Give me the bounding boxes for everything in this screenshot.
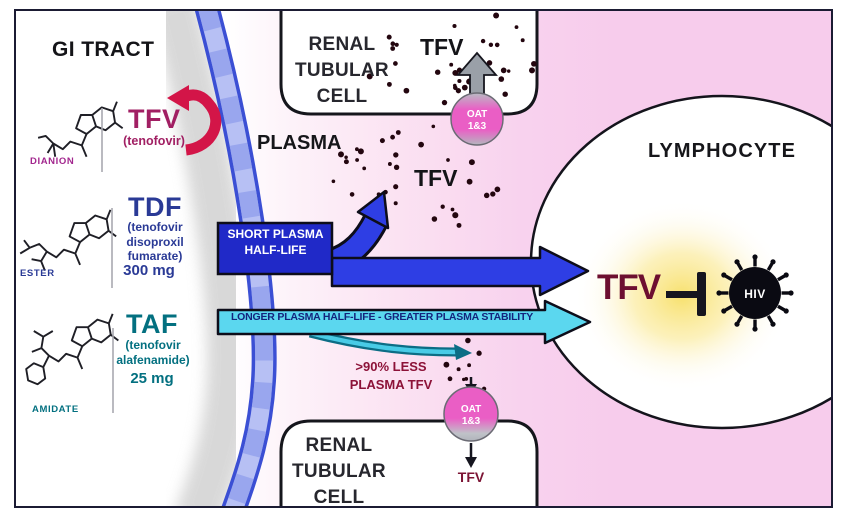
inhibition-symbol-icon [666,272,706,316]
compound-tdf-dose: 300 mg [123,262,175,279]
plasma-label: PLASMA [257,132,342,154]
svg-text:OAT: OAT [461,404,481,415]
renal-cell-bottom-label: RENAL TUBULAR CELL [292,435,386,508]
molecule-structures [19,100,124,413]
svg-text:1&3: 1&3 [462,416,481,427]
compound-taf-moiety: AMIDATE [32,404,79,415]
moiety-divider-lines [101,108,114,413]
compound-tdf-moiety: ESTER [20,268,55,279]
lymphocyte-label: LYMPHOCYTE [648,140,797,162]
tfv-recycle-arrow-icon [167,85,222,156]
gi-tract-label: GI TRACT [52,38,155,61]
tdf-arrow [216,190,590,297]
renal-cell-top-label: RENAL TUBULAR CELL [295,34,389,107]
compound-taf-dose: 25 mg [130,370,174,387]
tfv-renal-top-label: TFV [420,34,464,60]
compound-taf-name: (tenofovir alafenamide) [116,338,190,367]
compound-taf-abbr: TAF [126,309,178,339]
less-plasma-tfv-label: >90% LESS PLASMA TFV [349,359,433,392]
tfv-plasma-label: TFV [414,165,458,191]
oat-transporter-top: OAT 1&3 [450,92,504,146]
svg-text:OAT: OAT [467,109,487,120]
oat-transporter-bottom: OAT 1&3 [443,386,499,442]
gi-membrane-shadow [151,11,254,506]
compound-tdf-name: (tenofovir disoproxil fumarate) [126,220,184,263]
long-half-life-label: LONGER PLASMA HALF-LIFE - GREATER PLASMA… [230,311,534,323]
hiv-virion-icon: HIV [729,267,781,319]
taf-structure-icon [25,312,120,386]
gi-membrane [194,11,277,506]
svg-text:1&3: 1&3 [468,121,487,132]
compound-tfv-moiety: DIANION [30,156,75,167]
renal-cell-bottom-box [279,419,539,506]
taf-arrow [216,299,592,360]
svg-text:HIV: HIV [744,287,766,301]
hiv-spikes-icon [716,254,794,332]
compound-tfv-abbr: TFV [128,104,181,134]
compound-tdf-abbr: TDF [128,192,182,222]
tdf-structure-icon [19,208,118,271]
tfv-excreted-label: TFV [457,469,485,485]
tfv-structure-icon [37,100,124,158]
short-half-life-label: SHORT PLASMA HALF-LIFE [227,227,324,257]
compound-tfv-name: (tenofovir) [123,134,185,148]
tfv-lymphocyte-label: TFV [597,268,661,307]
